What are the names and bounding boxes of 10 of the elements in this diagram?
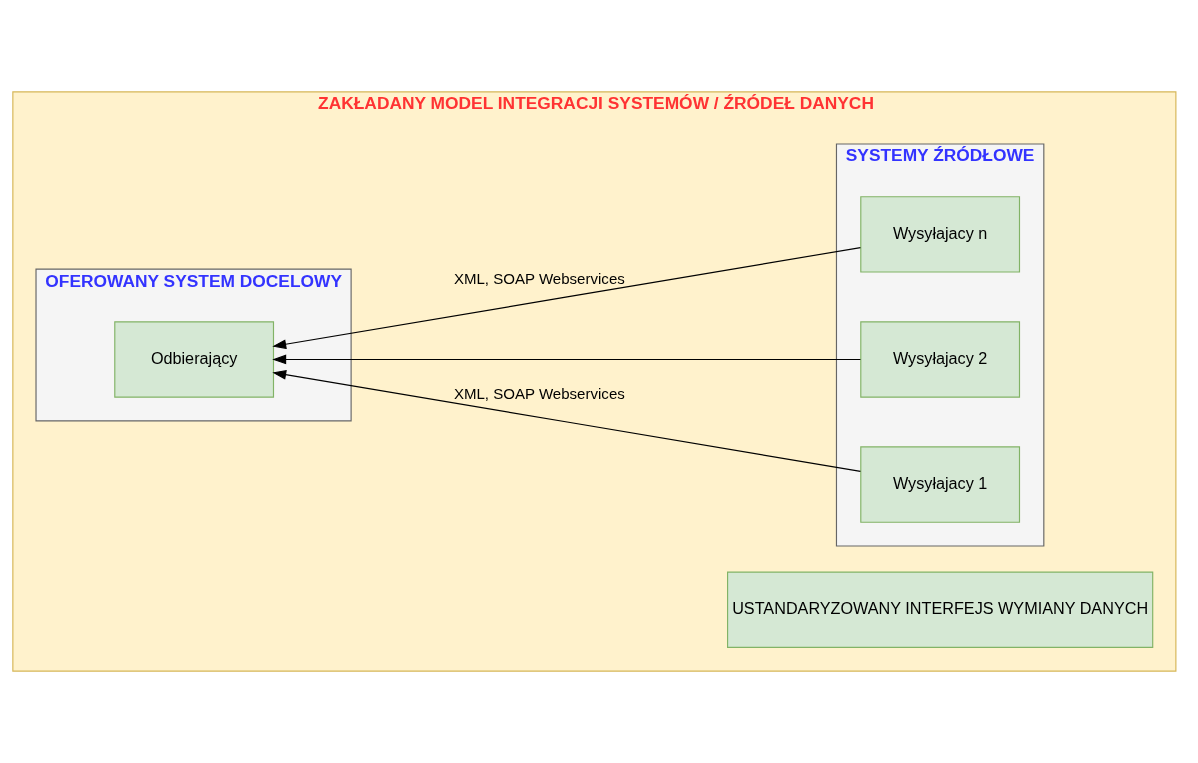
arrow [272, 354, 862, 365]
node-box: Wysyłajacy 1 [860, 446, 1021, 523]
node-box: USTANDARYZOWANY INTERFEJS WYMIANY DANYCH [727, 571, 1154, 648]
arrow [272, 369, 862, 472]
node-box: Wysyłajacy 2 [860, 321, 1021, 398]
node-box: Odbierający [114, 321, 275, 398]
arrow [272, 247, 862, 350]
node-box: Wysyłajacy n [860, 196, 1021, 273]
edge-label: XML, SOAP Webservices [453, 269, 625, 287]
edge-label: XML, SOAP Webservices [453, 385, 625, 403]
